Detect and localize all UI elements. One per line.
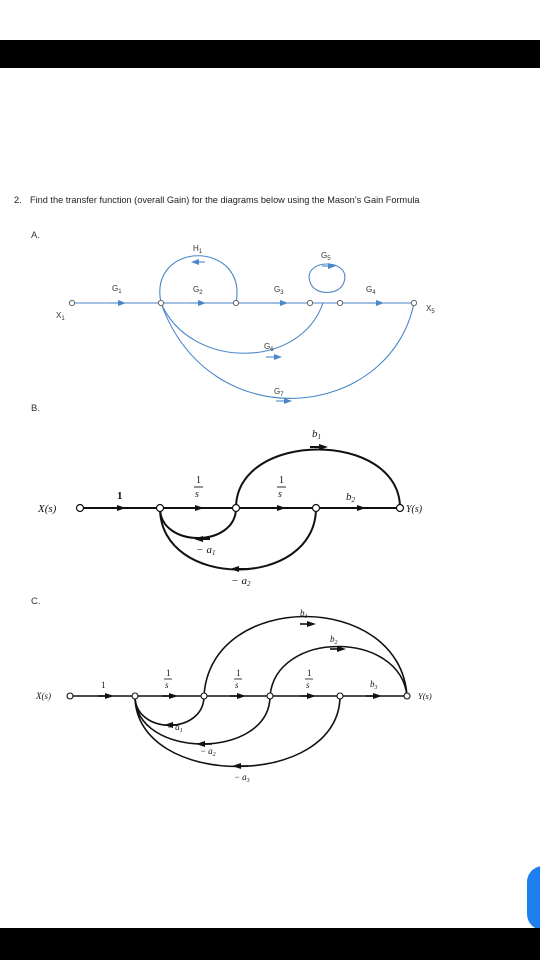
diagram-c-a3-loop xyxy=(134,695,341,768)
svg-text:s: s xyxy=(306,680,310,690)
question-number: 2. xyxy=(14,195,22,205)
svg-text:s: s xyxy=(235,680,239,690)
diagram-a-g6-branch xyxy=(160,302,324,354)
floating-side-button[interactable] xyxy=(527,866,540,930)
label-b-b1: b1 xyxy=(312,428,321,441)
label-c-a2: −a2 xyxy=(200,746,216,758)
node-a3 xyxy=(232,299,240,307)
question-body: Find the transfer function (overall Gain… xyxy=(30,195,420,205)
diagram-b-nodes xyxy=(75,503,405,513)
node-x5 xyxy=(410,299,418,307)
label-c-b2: b2 xyxy=(330,634,338,646)
svg-text:1: 1 xyxy=(196,475,201,486)
label-b-a2: −a2 xyxy=(231,575,251,588)
diagram-c-b1-branch xyxy=(203,615,408,697)
diagram-b-b2-branch xyxy=(316,508,400,515)
label-b-int2: 1 s xyxy=(277,475,286,500)
diagram-a-labels: X1 X5 G1 G2 G3 G4 G5 G6 G7 H1 xyxy=(56,244,435,398)
svg-text:1: 1 xyxy=(166,668,171,678)
label-g4: G4 xyxy=(366,285,376,296)
node-b-y xyxy=(395,503,405,513)
node-b-x xyxy=(75,503,85,513)
label-b-b2: b2 xyxy=(346,491,356,504)
node-b-3 xyxy=(231,503,241,513)
label-x5: X5 xyxy=(426,304,435,315)
svg-text:s: s xyxy=(278,489,282,500)
label-c-b3: b3 xyxy=(370,679,378,691)
node-c-4 xyxy=(266,692,274,700)
label-b-int1: 1 s xyxy=(194,475,203,500)
label-g3: G3 xyxy=(274,285,284,296)
node-c-y xyxy=(403,692,411,700)
label-h1: H1 xyxy=(193,244,203,255)
label-c-int1: 1 s xyxy=(164,668,172,690)
diagram-c-a1-loop xyxy=(134,695,205,726)
diagram-c xyxy=(70,615,408,769)
label-x1: X1 xyxy=(56,311,65,322)
diagram-b-b1-branch xyxy=(235,448,401,509)
diagram-a xyxy=(72,255,415,404)
diagram-a-h1-loop xyxy=(159,255,238,304)
node-a4b xyxy=(336,299,344,307)
node-a2 xyxy=(157,299,165,307)
node-c-5 xyxy=(336,692,344,700)
node-b-4 xyxy=(311,503,321,513)
label-b-gain1: 1 xyxy=(117,490,123,502)
svg-text:1: 1 xyxy=(307,668,312,678)
node-a4 xyxy=(306,299,314,307)
label-g2: G2 xyxy=(193,285,203,296)
label-b-input: X(s) xyxy=(37,503,57,515)
label-g7: G7 xyxy=(274,387,284,398)
label-c-int3: 1 s xyxy=(305,668,313,690)
label-c-b1: b1 xyxy=(300,608,308,620)
diagram-a-nodes xyxy=(68,299,418,307)
label-b-output: Y(s) xyxy=(406,504,423,515)
diagram-a-g7-branch xyxy=(160,302,415,399)
part-a-label: A. xyxy=(31,230,40,241)
label-c-a1: −a1 xyxy=(167,722,183,734)
diagram-b-a2-loop xyxy=(159,507,317,571)
svg-text:s: s xyxy=(165,680,169,690)
part-b-label: B. xyxy=(31,403,40,414)
svg-text:1: 1 xyxy=(279,475,284,486)
part-c-label: C. xyxy=(31,596,41,607)
diagram-c-b2-branch xyxy=(269,645,408,697)
node-c-x xyxy=(66,692,74,700)
label-c-output: Y(s) xyxy=(418,691,432,701)
label-c-int2: 1 s xyxy=(234,668,242,690)
label-c-a3: −a3 xyxy=(234,772,250,784)
node-c-3 xyxy=(200,692,208,700)
label-g1: G1 xyxy=(112,284,122,295)
diagram-c-labels: X(s) Y(s) 1 1 s 1 s 1 s b1 b2 b3 −a1 −a2… xyxy=(35,608,432,784)
diagram-b-a1-loop xyxy=(159,507,237,539)
bottom-black-bar xyxy=(0,928,540,960)
diagram-c-nodes xyxy=(66,692,411,700)
diagram-b-labels: X(s) Y(s) 1 1 s 1 s b1 b2 −a1 −a2 xyxy=(37,428,423,588)
label-g5: G5 xyxy=(321,251,331,262)
node-x1 xyxy=(68,299,76,307)
node-c-2 xyxy=(131,692,139,700)
svg-text:s: s xyxy=(195,489,199,500)
question-text: 2. Find the transfer function (overall Ga… xyxy=(14,195,419,205)
label-b-a1: −a1 xyxy=(196,544,215,557)
label-g6: G6 xyxy=(264,342,274,353)
svg-text:1: 1 xyxy=(236,668,241,678)
node-b-2 xyxy=(155,503,165,513)
top-black-bar xyxy=(0,40,540,68)
label-c-gain1: 1 xyxy=(101,680,106,690)
diagram-a-g5-loop xyxy=(308,263,346,294)
label-c-input: X(s) xyxy=(35,691,51,701)
